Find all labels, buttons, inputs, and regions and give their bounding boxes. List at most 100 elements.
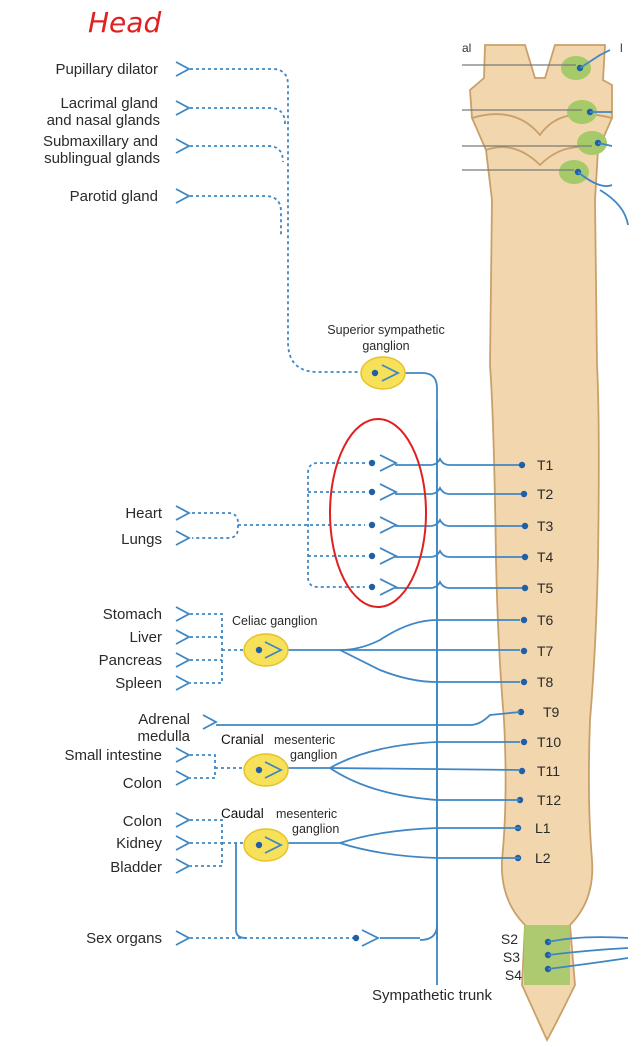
organ-chevron-12: [175, 770, 191, 786]
label-s4: S4: [505, 967, 522, 983]
segment-line-t5: [395, 579, 525, 589]
organ-chevron-3: [175, 138, 191, 154]
sacral-outflow: [544, 936, 629, 973]
segment-dot-t1: [518, 461, 526, 469]
segment-dot-t7: [520, 647, 528, 655]
annotation-cranial: Cranial: [221, 732, 264, 747]
abdominal-pathways: [190, 613, 521, 939]
label-t3: T3: [537, 518, 554, 534]
celiac-ganglion: [243, 633, 289, 667]
label-parotid: Parotid gland: [70, 188, 158, 205]
thoracic-ganglia: [368, 454, 399, 596]
label-t6: T6: [537, 612, 554, 628]
label-lungs: Lungs: [121, 531, 162, 548]
thoracic-ganglion-chevron-3: [379, 516, 399, 534]
svg-text:l: l: [620, 41, 623, 55]
sympathetic-trunk: [400, 372, 438, 985]
red-circle-annotation: [329, 418, 427, 608]
organ-chevron-4: [175, 188, 191, 204]
label-t2: T2: [537, 486, 554, 502]
organ-chevron-10: [175, 675, 191, 691]
annotation-caudal: Caudal: [221, 806, 264, 821]
caudal-mesenteric-ganglion: [243, 828, 289, 862]
label-s3: S3: [503, 949, 520, 965]
label-adrenal-1: Adrenal: [138, 711, 190, 728]
label-sympathetic-trunk: Sympathetic trunk: [372, 987, 493, 1004]
segment-dot-t5: [521, 584, 529, 592]
segment-line-t1: [395, 456, 522, 466]
thoracic-ganglion-dot-1: [368, 459, 376, 467]
cranial-mesenteric-ganglion: [243, 753, 289, 787]
segment-dot-t6: [520, 616, 528, 624]
label-heart: Heart: [125, 505, 163, 522]
organ-chevron-15: [175, 858, 191, 874]
thoracic-ganglion-chevron-2: [379, 483, 399, 501]
thoracic-ganglion-dot-5: [368, 583, 376, 591]
label-pancreas: Pancreas: [99, 652, 162, 669]
label-t10: T10: [537, 734, 561, 750]
segment-line-t2: [395, 485, 524, 495]
segment-dot-t10: [520, 738, 528, 746]
label-l1: L1: [535, 820, 551, 836]
label-t11: T11: [537, 763, 560, 779]
organ-chevron-11: [175, 747, 191, 763]
organ-chevron-13: [175, 812, 191, 828]
label-cranial-mesenteric-2: ganglion: [290, 748, 337, 762]
label-colon-2: Colon: [123, 813, 162, 830]
segment-dot-t8: [520, 678, 528, 686]
organ-chevron-9: [175, 652, 191, 668]
label-t8: T8: [537, 674, 554, 690]
segment-line-t3: [395, 517, 525, 527]
organ-chevron-8: [175, 629, 191, 645]
segment-line-t4: [395, 548, 525, 558]
label-caudal-mesenteric-2: ganglion: [292, 822, 339, 836]
label-adrenal-2: medulla: [137, 728, 190, 745]
handwritten-head-annotation: Head: [88, 6, 161, 39]
segment-dot-t2: [520, 490, 528, 498]
label-pupillary-dilator: Pupillary dilator: [55, 61, 158, 78]
organ-chevron-14: [175, 835, 191, 851]
spinal-cord: al l: [462, 41, 629, 1043]
label-t7: T7: [537, 643, 554, 659]
label-kidney: Kidney: [116, 835, 162, 852]
label-small-intestine: Small intestine: [64, 747, 162, 764]
label-submaxillary-2: sublingual glands: [44, 150, 160, 167]
organ-chevron-7: [175, 606, 191, 622]
organ-chevron-6: [175, 530, 191, 546]
organ-chevron-17: [202, 714, 218, 730]
segment-outflow-lines: [395, 456, 529, 862]
organ-chevron-16: [175, 930, 191, 946]
organ-chevron-1: [175, 61, 191, 77]
superior-sympathetic-ganglion: [360, 356, 406, 390]
organ-chevrons: [175, 61, 218, 946]
organ-chevron-5: [175, 505, 191, 521]
label-bladder: Bladder: [110, 859, 162, 876]
label-sex-organs: Sex organs: [86, 930, 162, 947]
label-lacrimal-1: Lacrimal gland: [60, 95, 158, 112]
label-superior-ganglion-1: Superior sympathetic: [327, 323, 444, 337]
svg-text:al: al: [462, 41, 471, 55]
thoracic-ganglion-chevron-5: [379, 578, 399, 596]
label-liver: Liver: [129, 629, 162, 646]
label-t12: T12: [537, 792, 561, 808]
sex-organ-ganglion: [352, 929, 381, 947]
label-celiac-ganglion: Celiac ganglion: [232, 614, 318, 628]
label-cranial-mesenteric-1: mesenteric: [274, 733, 335, 747]
label-stomach: Stomach: [103, 606, 162, 623]
label-t4: T4: [537, 549, 554, 565]
label-caudal-mesenteric-1: mesenteric: [276, 807, 337, 821]
label-superior-ganglion-2: ganglion: [362, 339, 409, 353]
label-t9: T9: [543, 704, 560, 720]
organ-chevron-2: [175, 100, 191, 116]
label-s2: S2: [501, 931, 518, 947]
segment-dot-t9: [517, 708, 525, 716]
label-spleen: Spleen: [115, 675, 162, 692]
segment-dot-t3: [521, 522, 529, 530]
thoracic-ganglion-chevron-4: [379, 547, 399, 565]
label-lacrimal-2: and nasal glands: [47, 112, 160, 129]
heart-lung-pathways: [192, 462, 365, 588]
thoracic-ganglion-dot-4: [368, 552, 376, 560]
thoracic-ganglion-chevron-1: [379, 454, 399, 472]
label-l2: L2: [535, 850, 551, 866]
